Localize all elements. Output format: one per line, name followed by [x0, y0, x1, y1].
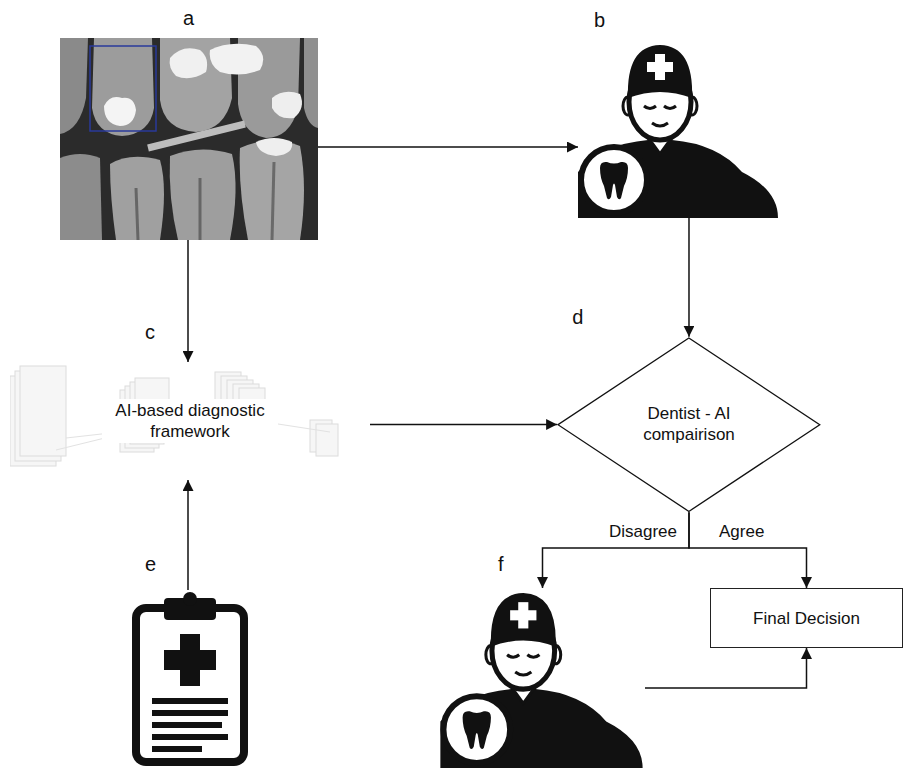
connector-arrow [645, 648, 807, 688]
edge-label: Agree [717, 522, 766, 542]
dentist-node: b [578, 40, 780, 218]
panel-letter: f [498, 552, 504, 576]
dentist-icon [578, 40, 780, 218]
panel-letter: e [145, 552, 156, 576]
dentist-icon [440, 588, 645, 768]
dentist-node: f [440, 588, 645, 768]
node-label: Final Decision [750, 607, 863, 630]
connector-arrow [370, 424, 557, 426]
node-label: AI-based diagnostic framework [102, 399, 278, 443]
connector-arrow [689, 512, 807, 588]
panel-letter: d [572, 305, 583, 329]
xray-image-node: a [60, 38, 318, 240]
edge-label: Disagree [607, 522, 679, 542]
connector-arrow [688, 218, 690, 337]
decision-diamond: dDentist - AI compairison [557, 337, 821, 512]
connector-arrow [543, 512, 689, 588]
panel-letter: c [145, 320, 155, 344]
diamond-outline [557, 337, 821, 512]
process-box: cAI-based diagnostic framework [10, 362, 370, 480]
panel-letter: b [594, 8, 605, 32]
decision-box: Final Decision [710, 588, 903, 648]
diamond-shape [558, 338, 820, 511]
clipboard-node: e [130, 590, 250, 768]
panel-letter: a [183, 6, 194, 30]
xray-image [60, 38, 318, 240]
node-label: Dentist - AI compairison [621, 402, 757, 446]
connector-arrow [318, 146, 578, 148]
clipboard-icon [130, 590, 250, 768]
connector-arrow [187, 240, 189, 362]
connector-arrow [187, 480, 189, 590]
